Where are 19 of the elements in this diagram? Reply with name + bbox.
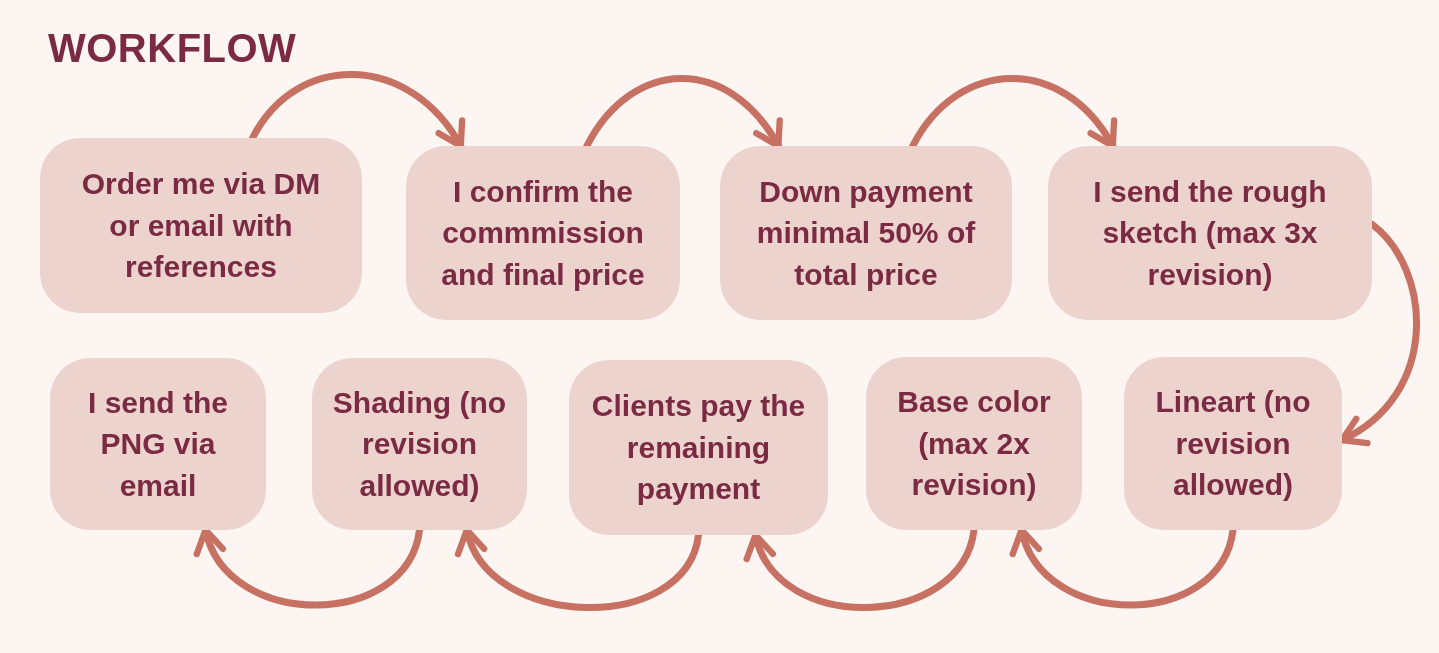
step-label: I confirm the commmission and final price <box>440 173 646 293</box>
process-box <box>1048 146 1372 320</box>
process-box <box>312 358 527 530</box>
step-label: Base color (max 2x revision) <box>896 384 1052 504</box>
process-box <box>1124 357 1342 530</box>
step-label: I send the PNG via email <box>87 384 229 504</box>
process-box <box>569 360 828 535</box>
process-box <box>406 146 680 320</box>
step-label: Order me via DM or email with references <box>80 166 322 286</box>
process-box <box>720 146 1012 320</box>
title: WORKFLOW <box>48 26 297 70</box>
process-box <box>40 138 362 313</box>
step-label: I send the rough sketch (max 3x revision) <box>1092 173 1328 293</box>
process-box <box>866 357 1082 530</box>
step-label: Shading (no revision allowed) <box>331 384 508 504</box>
process-box <box>50 358 266 530</box>
step-label: Lineart (no revision allowed) <box>1154 384 1312 504</box>
step-label: Down payment minimal 50% of total price <box>755 173 977 293</box>
step-label: Clients pay the remaining payment <box>590 388 807 508</box>
